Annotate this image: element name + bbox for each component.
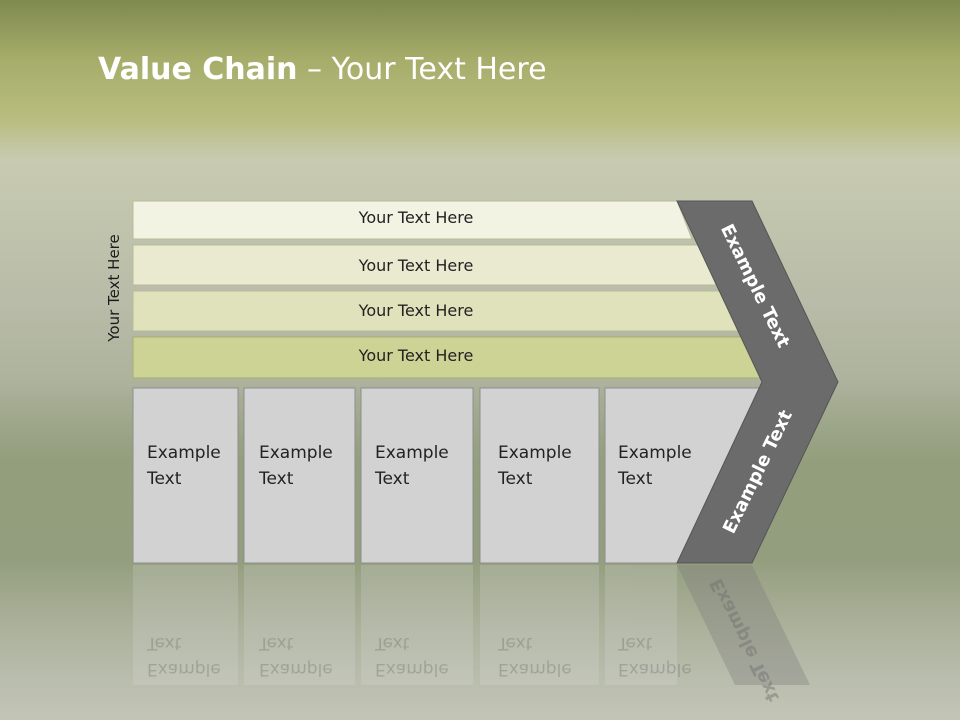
- row-text-3: Your Text Here: [358, 301, 474, 320]
- row-text-4: Your Text Here: [358, 346, 474, 365]
- chevron-arrow: [676, 200, 839, 564]
- title-rest: – Your Text Here: [297, 52, 547, 87]
- diagram-reflection: [133, 565, 677, 685]
- row-text-2: Your Text Here: [358, 256, 474, 275]
- column-box-4: [479, 387, 600, 564]
- row-text-1: Your Text Here: [358, 208, 474, 227]
- slide-title: Value Chain – Your Text Here: [98, 52, 547, 87]
- row-band-1: [132, 200, 693, 240]
- background-fade: [0, 560, 960, 720]
- column-box-3: [360, 387, 474, 564]
- column-box-2: [243, 387, 356, 564]
- title-bold: Value Chain: [98, 52, 298, 87]
- column-box-1: [132, 387, 239, 564]
- chevron-reflection: [677, 565, 810, 685]
